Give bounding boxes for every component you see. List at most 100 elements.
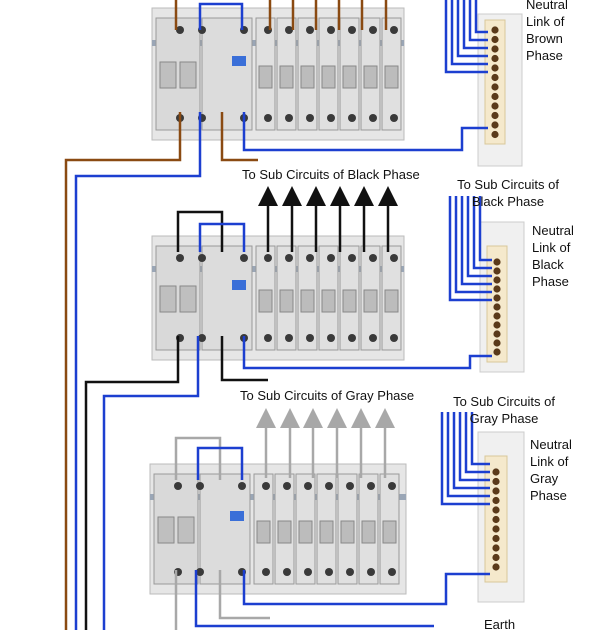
- brown-mcb-toggle: [321, 65, 336, 89]
- black-main-switch-toggle: [159, 285, 177, 313]
- black-neutral-screw: [493, 312, 501, 320]
- gray-neutral-link: [477, 431, 525, 603]
- black-terminal-screw: [285, 334, 293, 342]
- brown-neutral-label-line-4: Phase: [526, 48, 563, 63]
- black-neutral-screw: [493, 276, 501, 284]
- brown-neutral-screw: [491, 83, 499, 91]
- black-terminal-screw: [327, 254, 335, 262]
- gray-terminal-screw: [346, 568, 354, 576]
- gray-neutral-label-line-3: Gray: [530, 471, 559, 486]
- gray-terminal-screw: [388, 568, 396, 576]
- brown-neutral-screw: [491, 92, 499, 101]
- brown-terminal-screw: [327, 26, 335, 34]
- gray-phase-wires: [174, 436, 270, 630]
- brown-rcd: [201, 17, 253, 131]
- brown-neutral-screw: [491, 64, 499, 72]
- brown-terminal-screw: [369, 26, 377, 34]
- black-neutral-label-line-1: Neutral: [532, 223, 574, 238]
- black-sub-circuits-label: To Sub Circuits of Black Phase: [242, 167, 420, 182]
- brown-mcb-toggle: [384, 65, 399, 89]
- black-mcb-toggle: [321, 289, 336, 313]
- brown-neutral-screw: [491, 45, 499, 53]
- brown-neutral-label-line-3: Brown: [526, 31, 563, 46]
- black-mcb-toggle: [279, 289, 294, 313]
- brown-neutral-label-line-2: Link of: [526, 14, 565, 29]
- brown-terminal-screw: [390, 26, 398, 34]
- black-terminal-screw: [306, 254, 314, 262]
- gray-terminal-screw: [196, 482, 204, 490]
- gray-sub-circuits-label: To Sub Circuits of Gray Phase: [240, 388, 415, 403]
- black-terminal-screw: [198, 334, 206, 342]
- black-terminal-screw: [306, 334, 314, 342]
- gray-sub-right-line-2: Gray Phase: [469, 411, 539, 426]
- gray-neutral-screw: [492, 515, 500, 524]
- brown-mcb-toggle: [279, 65, 294, 89]
- brown-neutral-link-label: Neutral Link of Brown Phase: [526, 0, 568, 64]
- black-terminal-screw: [285, 254, 293, 262]
- gray-neutral-screw: [492, 563, 500, 571]
- brown-terminal-screw: [390, 114, 398, 122]
- gray-mcb-toggle: [340, 520, 355, 544]
- black-sub-right-line-2: Black Phase: [471, 194, 545, 209]
- gray-rcd-test-button: [230, 511, 244, 521]
- brown-terminal-screw: [285, 26, 293, 34]
- black-neutral-link-label: Neutral Link of Black Phase: [532, 222, 574, 290]
- gray-terminal-screw: [283, 482, 291, 490]
- gray-neutral-screw: [492, 506, 500, 514]
- black-neutral-screw: [493, 330, 501, 338]
- blue-neutral-wires: [74, 0, 492, 630]
- black-terminal-screw: [348, 334, 356, 342]
- brown-neutral-screw: [491, 111, 499, 120]
- gray-mcb-toggle: [256, 520, 271, 544]
- brown-neutral-screw: [491, 102, 499, 110]
- black-terminal-screw: [390, 254, 398, 262]
- black-terminal-screw: [264, 334, 272, 342]
- black-terminal-screw: [369, 254, 377, 262]
- gray-neutral-screw: [492, 553, 500, 562]
- gray-terminal-screw: [262, 568, 270, 576]
- brown-mcb-toggle: [300, 65, 315, 89]
- brown-terminal-screw: [306, 26, 314, 34]
- brown-neutral-screw: [491, 73, 499, 82]
- gray-neutral-screw: [492, 487, 500, 495]
- black-neutral-label-line-3: Black: [532, 257, 564, 272]
- gray-terminal-screw: [367, 482, 375, 490]
- brown-terminal-screw: [348, 26, 356, 34]
- black-mcb-toggle: [384, 289, 399, 313]
- black-phase-wires: [84, 210, 268, 630]
- black-neutral-screw: [493, 258, 501, 266]
- brown-terminal-screw: [285, 114, 293, 122]
- gray-main-switch-toggle: [177, 516, 195, 544]
- gray-terminal-screw: [283, 568, 291, 576]
- gray-neutral-label-line-4: Phase: [530, 488, 567, 503]
- brown-terminal-screw: [348, 114, 356, 122]
- brown-rcd-test-button: [232, 56, 246, 66]
- black-terminal-screw: [264, 254, 272, 262]
- brown-neutral-screw: [491, 26, 499, 34]
- gray-neutral-screw: [492, 534, 500, 543]
- black-terminal-screw: [240, 254, 248, 262]
- black-neutral-screw: [493, 267, 501, 275]
- gray-sub-circuits-right-label: To Sub Circuits of Gray Phase: [444, 393, 564, 427]
- gray-neutral-screw: [492, 544, 500, 552]
- black-mcb-toggle: [363, 289, 378, 313]
- gray-terminal-screw: [367, 568, 375, 576]
- black-neutral-screw: [493, 294, 501, 302]
- black-neutral-screw: [493, 321, 501, 329]
- gray-neutral-screw: [492, 496, 500, 505]
- gray-terminal-screw: [174, 482, 182, 490]
- gray-terminal-screw: [304, 568, 312, 576]
- black-neutral-screw: [493, 348, 501, 356]
- black-mcb-toggle: [258, 289, 273, 313]
- gray-mcb-toggle: [319, 520, 334, 544]
- gray-mcb-toggle: [361, 520, 376, 544]
- black-terminal-screw: [198, 254, 206, 262]
- black-neutral-screw: [493, 339, 501, 347]
- gray-terminal-screw: [262, 482, 270, 490]
- gray-neutral-label-line-1: Neutral: [530, 437, 572, 452]
- brown-neutral-screw: [491, 35, 499, 44]
- black-sub-right-line-1: To Sub Circuits of: [457, 177, 559, 192]
- black-terminal-screw: [176, 254, 184, 262]
- gray-neutral-screw: [492, 468, 500, 476]
